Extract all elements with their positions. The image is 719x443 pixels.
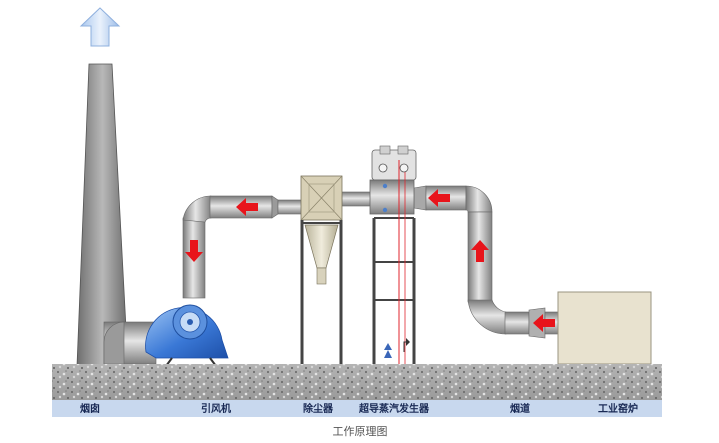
exhaust-up-arrow <box>79 7 121 47</box>
steam-generator-label: 超导蒸汽发生器 <box>358 402 430 415</box>
dust-collector <box>300 175 343 366</box>
flue-label: 烟道 <box>510 402 530 415</box>
flow-arrow-icon <box>236 198 258 216</box>
industrial-furnace <box>557 291 652 365</box>
flue-duct <box>413 185 560 339</box>
dust-collector-label: 除尘器 <box>303 402 334 415</box>
flow-arrow-icon <box>428 189 450 207</box>
flow-arrow-icon <box>471 240 489 262</box>
superconducting-steam-generator <box>369 145 417 366</box>
furnace-label: 工业窑炉 <box>598 402 638 415</box>
collector-to-generator-duct <box>341 191 373 207</box>
chimney <box>76 63 129 367</box>
diagram-caption: 工作原理图 <box>333 425 388 438</box>
flow-arrow-icon <box>533 314 555 332</box>
flow-arrow-icon <box>185 240 203 262</box>
induced-draft-fan <box>103 304 229 367</box>
fan-label: 引风机 <box>201 402 231 415</box>
label-bar <box>52 400 662 417</box>
flow-arrows <box>185 189 555 332</box>
chimney-label: 烟囱 <box>80 402 100 415</box>
